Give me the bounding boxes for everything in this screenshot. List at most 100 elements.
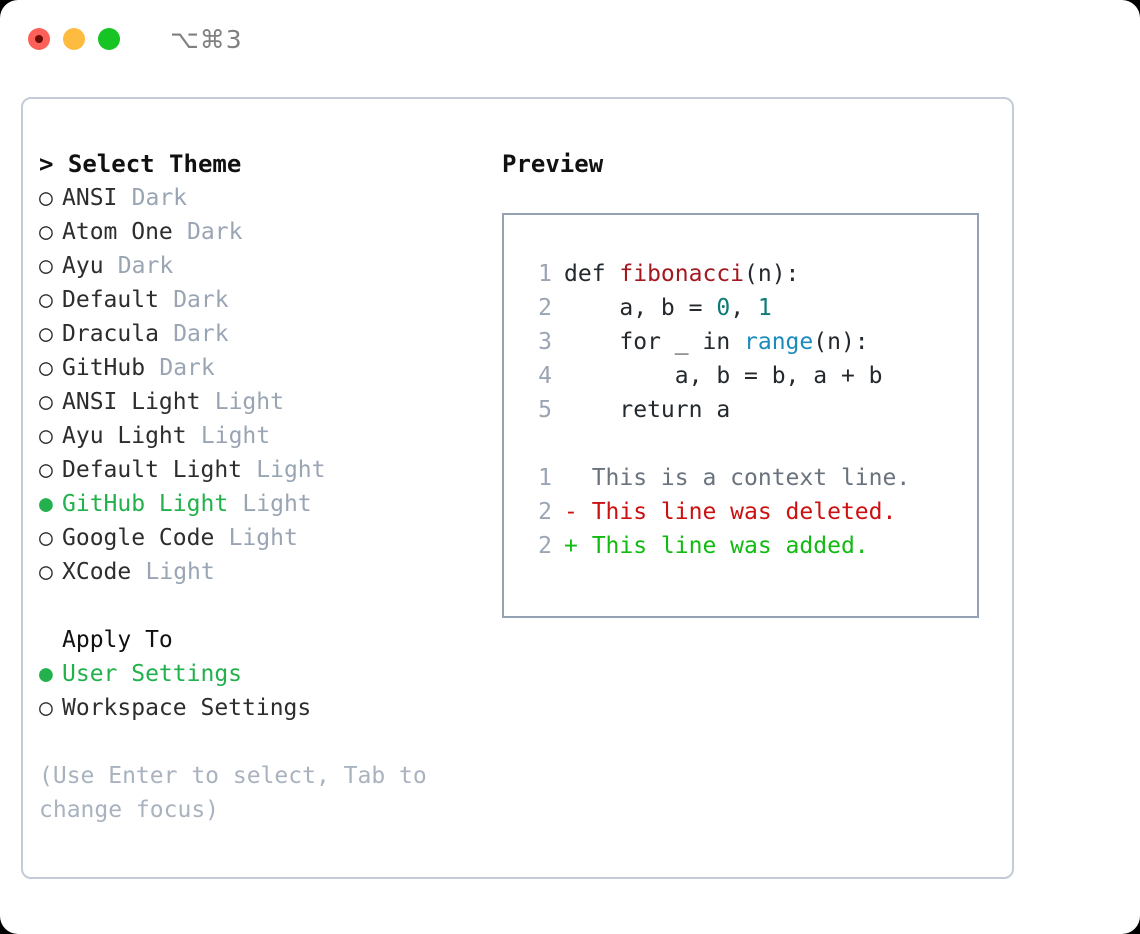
theme-option-google-code[interactable]: ○ Google Code Light	[39, 521, 494, 555]
apply-to-option-label: Workspace Settings	[62, 695, 312, 721]
theme-option-ayu-light[interactable]: ○ Ayu Light Light	[39, 419, 494, 453]
theme-option-default[interactable]: ○ Default Dark	[39, 283, 494, 317]
radio-unselected-icon: ○	[39, 695, 53, 721]
apply-to-options: ● User Settings ○ Workspace Settings	[39, 657, 494, 725]
radio-unselected-icon: ○	[39, 219, 53, 245]
theme-option-ayu[interactable]: ○ Ayu Dark	[39, 249, 494, 283]
theme-option-kind: Dark	[173, 321, 229, 347]
line-number: 5	[538, 397, 552, 423]
code-line: 2 a, b = 0, 1	[518, 291, 977, 325]
theme-option-label: Ayu Light	[62, 423, 187, 449]
code-line-content: return a	[564, 393, 730, 427]
theme-option-github[interactable]: ○ GitHub Dark	[39, 351, 494, 385]
code-line-content: a, b = 0, 1	[564, 291, 772, 325]
apply-to-option-workspace-settings[interactable]: ○ Workspace Settings	[39, 691, 494, 725]
theme-option-label: Dracula	[62, 321, 159, 347]
apply-to-option-user-settings[interactable]: ● User Settings	[39, 657, 494, 691]
diff-line-content: + This line was added.	[564, 533, 869, 559]
code-token-plain: for _ in	[564, 329, 745, 355]
code-line-content: for _ in range(n):	[564, 325, 869, 359]
radio-unselected-icon: ○	[39, 253, 53, 279]
apply-to-title: Apply To	[62, 627, 173, 653]
theme-option-dracula[interactable]: ○ Dracula Dark	[39, 317, 494, 351]
line-number: 4	[538, 363, 552, 389]
theme-option-label: Ayu	[62, 253, 104, 279]
code-line: 4 a, b = b, a + b	[518, 359, 977, 393]
traffic-light-group	[28, 28, 120, 50]
radio-selected-icon: ●	[39, 661, 53, 687]
code-token-plain: a, b = b, a + b	[564, 363, 883, 389]
theme-option-label: Atom One	[62, 219, 173, 245]
line-number: 3	[538, 329, 552, 355]
theme-option-default-light[interactable]: ○ Default Light Light	[39, 453, 494, 487]
close-button-icon[interactable]	[28, 28, 50, 50]
keyboard-hint-text: (Use Enter to select, Tab to change focu…	[39, 763, 441, 823]
code-token-plain: a, b =	[564, 295, 717, 321]
diff-line-add: 2 + This line was added.	[518, 529, 977, 563]
apply-to-section: Apply To ● User Settings ○ Workspace Settin…	[39, 623, 494, 725]
radio-unselected-icon: ○	[39, 423, 53, 449]
code-token-plain: def	[564, 261, 620, 287]
minimize-button-icon[interactable]	[63, 28, 85, 50]
radio-unselected-icon: ○	[39, 355, 53, 381]
preview-title: Preview	[502, 150, 604, 178]
radio-unselected-icon: ○	[39, 287, 53, 313]
diff-sample-block: 1 This is a context line. 2 - This line wa…	[518, 461, 977, 563]
theme-option-kind: Dark	[131, 185, 188, 211]
theme-option-kind: Dark	[117, 253, 174, 279]
radio-unselected-icon: ○	[39, 321, 53, 347]
theme-option-kind: Dark	[173, 287, 229, 313]
title-bar: ⌥⌘3	[0, 0, 1140, 78]
code-token-plain: (n):	[813, 329, 869, 355]
radio-selected-icon: ●	[39, 491, 53, 517]
theme-option-label: Google Code	[62, 525, 215, 551]
code-token-num: 1	[757, 295, 772, 321]
code-line: 1 def fibonacci(n):	[518, 257, 977, 291]
theme-option-kind: Light	[200, 423, 271, 449]
radio-unselected-icon: ○	[39, 559, 53, 585]
theme-option-xcode[interactable]: ○ XCode Light	[39, 555, 494, 589]
line-number: 1	[538, 261, 552, 287]
diff-line-ctx: 1 This is a context line.	[518, 461, 977, 495]
preview-spacer	[518, 427, 977, 461]
line-number: 2	[538, 533, 552, 559]
theme-option-label: ANSI Light	[62, 389, 201, 415]
code-token-call: range	[744, 329, 814, 355]
radio-unselected-icon: ○	[39, 389, 53, 415]
theme-option-kind: Light	[256, 457, 326, 483]
theme-option-label: GitHub	[62, 355, 146, 381]
radio-unselected-icon: ○	[39, 457, 53, 483]
code-line: 5 return a	[518, 393, 977, 427]
line-number: 1	[538, 465, 552, 491]
theme-option-kind: Light	[228, 525, 298, 551]
code-token-plain: return a	[564, 397, 731, 423]
theme-option-label: ANSI	[62, 185, 118, 211]
keyboard-shortcut-label: ⌥⌘3	[170, 24, 243, 54]
diff-line-content: - This line was deleted.	[564, 499, 897, 525]
code-token-plain: (n):	[744, 261, 800, 287]
theme-option-kind: Light	[145, 559, 215, 585]
diff-line-del: 2 - This line was deleted.	[518, 495, 977, 529]
apply-to-option-label: User Settings	[62, 661, 243, 687]
code-token-fn: fibonacci	[619, 261, 745, 287]
maximize-button-icon[interactable]	[98, 28, 120, 50]
theme-option-label: GitHub Light	[62, 491, 229, 517]
line-number: 2	[538, 499, 552, 525]
code-line-content: a, b = b, a + b	[564, 359, 883, 393]
theme-option-label: XCode	[62, 559, 132, 585]
radio-unselected-icon: ○	[39, 525, 53, 551]
code-line: 3 for _ in range(n):	[518, 325, 977, 359]
theme-option-label: Default Light	[62, 457, 243, 483]
theme-option-kind: Dark	[159, 355, 215, 381]
theme-option-label: Default	[62, 287, 159, 313]
